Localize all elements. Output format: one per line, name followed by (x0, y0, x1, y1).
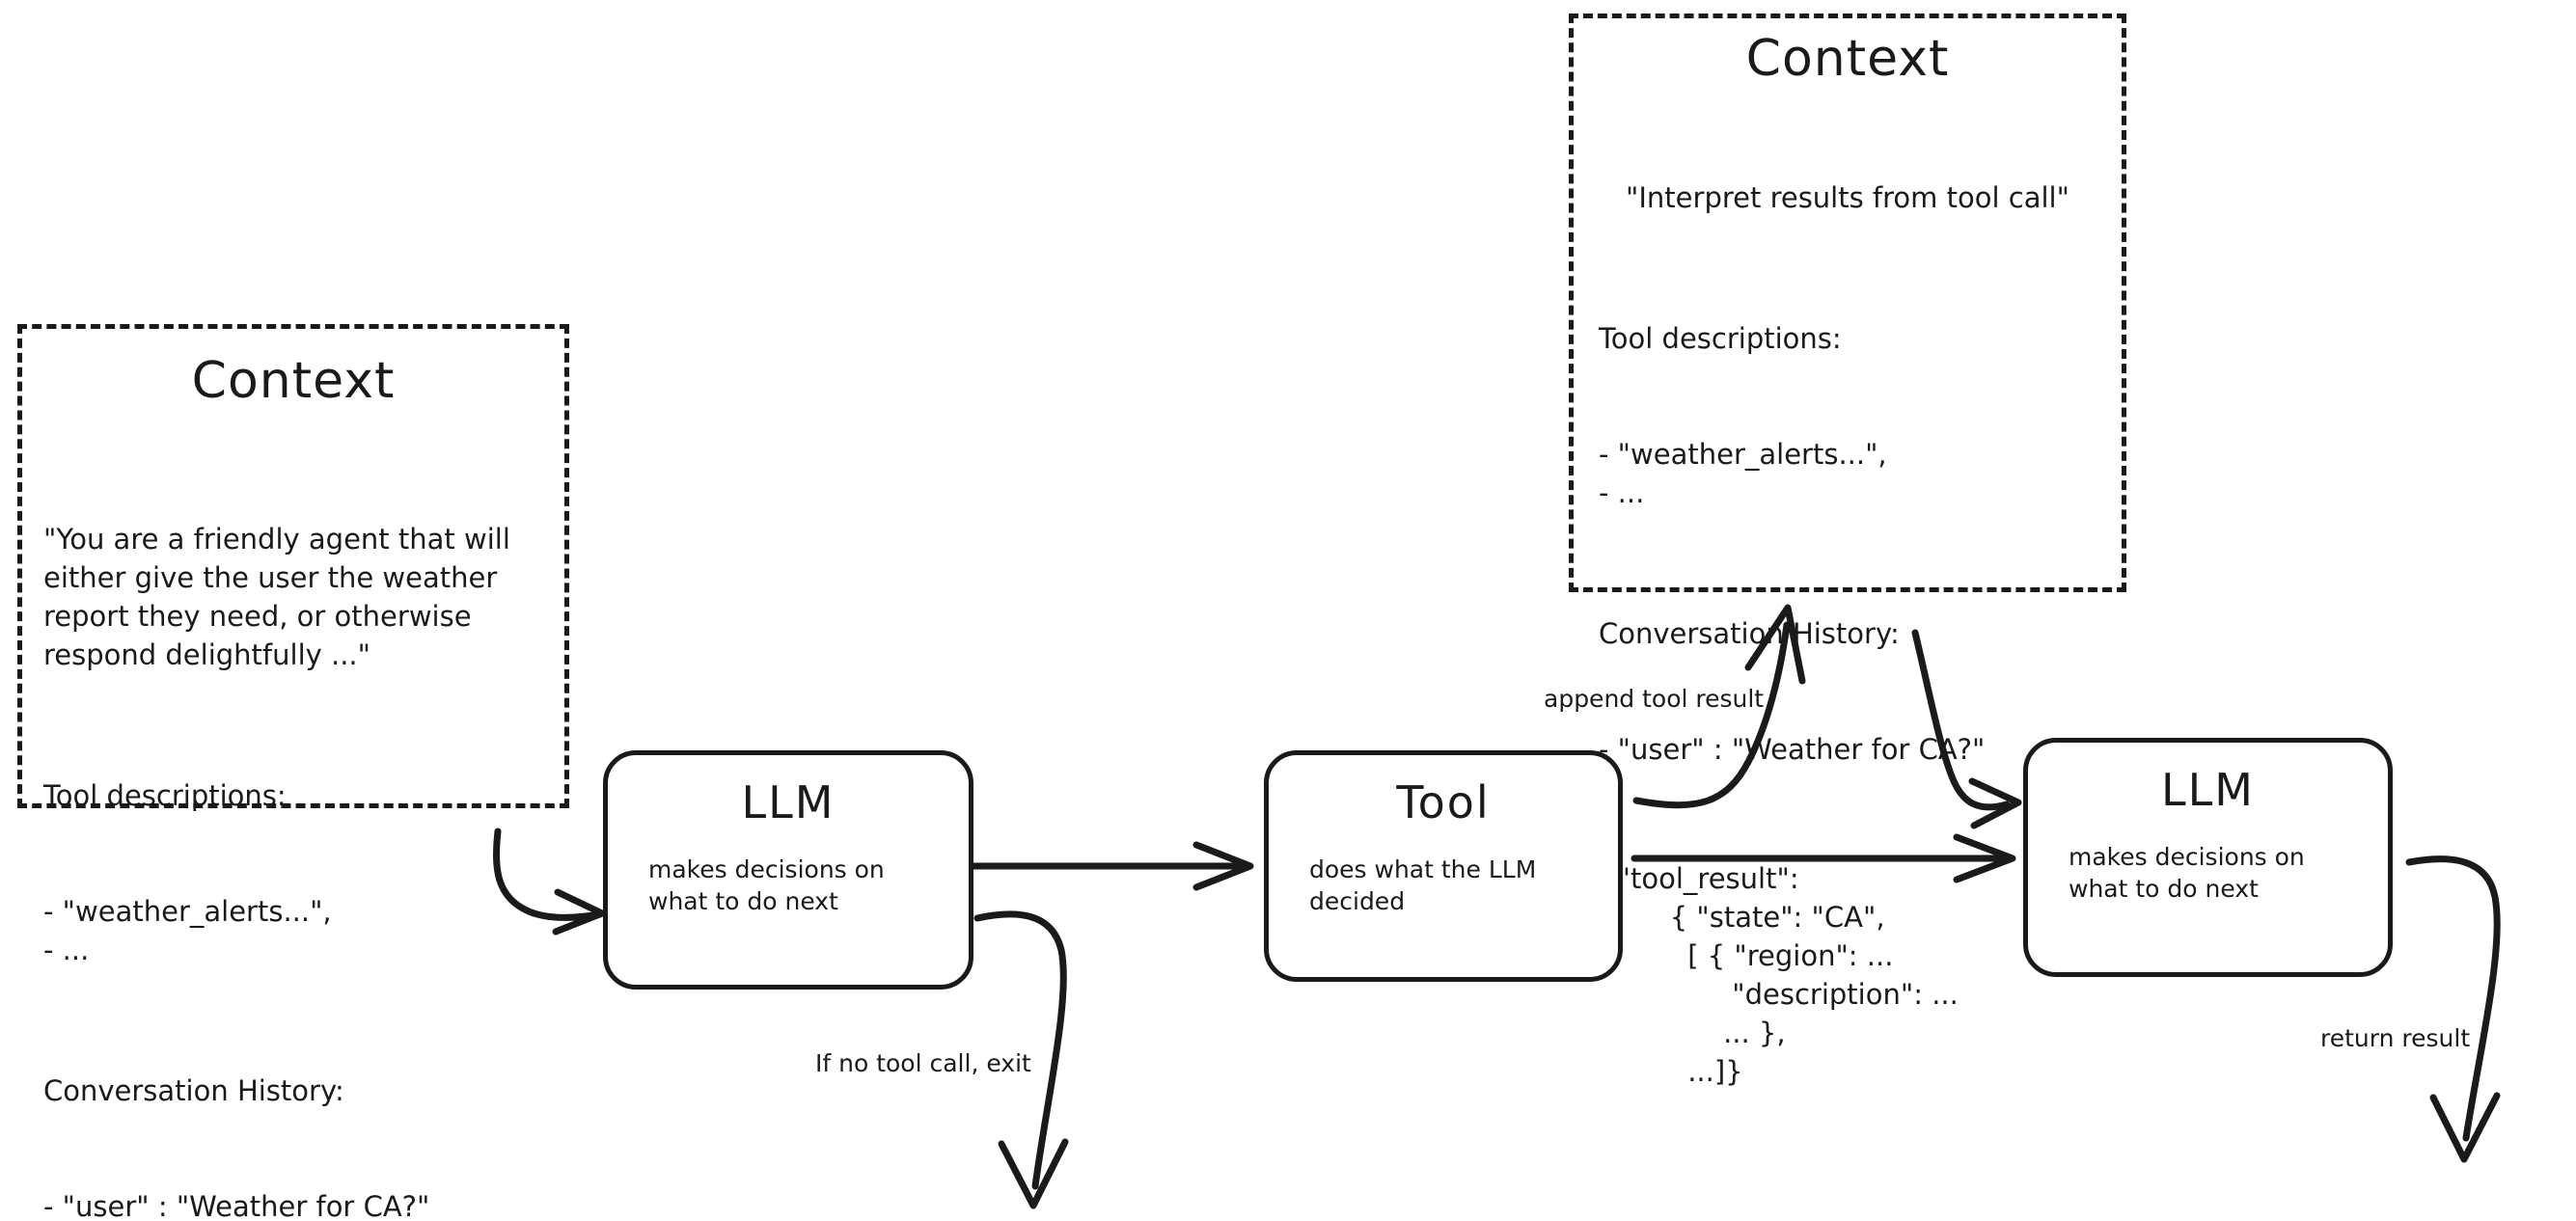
arrow-llm1-to-tool (967, 841, 1254, 891)
edge-label-append-tool-result: append tool result (1544, 685, 1765, 713)
context-left-tool-descriptions-heading: Tool descriptions: (43, 779, 287, 813)
context-right-title: Context (1745, 30, 1950, 88)
node-llm-2-title: LLM (2161, 764, 2255, 816)
node-llm-2[interactable]: LLM makes decisions on what to do next (2023, 738, 2393, 977)
context-box-right: Context "Interpret results from tool cal… (1569, 14, 2126, 1088)
context-left-body: "You are a friendly agent that will eith… (22, 443, 564, 1221)
node-tool-title: Tool (1396, 776, 1491, 828)
context-left-title: Context (191, 352, 396, 410)
context-right-tool-result-block: - "tool_result": { "state": "CA", [ { "r… (1599, 862, 1959, 1089)
context-left-tool-descriptions-items: - "weather_alerts...", - ... (43, 895, 332, 967)
node-llm-1-subtitle: makes decisions on what to do next (648, 855, 885, 915)
edge-label-return-result: return result (2320, 1024, 2471, 1052)
context-right-system-prompt: "Interpret results from tool call" (1626, 181, 2069, 215)
context-right-tool-descriptions-items: - "weather_alerts...", - ... (1599, 438, 1887, 510)
node-tool-subtitle: does what the LLM decided (1309, 855, 1537, 915)
edge-label-if-no-tool-call-exit: If no tool call, exit (815, 1049, 1031, 1077)
context-right-body: "Interpret results from tool call" Tool … (1574, 101, 2122, 1168)
context-right-conversation-history-items: - "user" : "Weather for CA?" (1599, 733, 1986, 767)
context-right-conversation-history-heading: Conversation History: (1599, 617, 1900, 651)
node-llm-1[interactable]: LLM makes decisions on what to do next (603, 750, 973, 990)
context-left-conversation-history-heading: Conversation History: (43, 1074, 344, 1108)
arrow-llm2-return (2405, 855, 2501, 1163)
node-llm-1-title: LLM (741, 776, 836, 828)
context-left-conversation-history-items: - "user" : "Weather for CA?" (43, 1190, 430, 1221)
node-tool[interactable]: Tool does what the LLM decided (1264, 750, 1623, 982)
context-box-left: Context "You are a friendly agent that w… (17, 324, 569, 1221)
node-llm-2-subtitle: makes decisions on what to do next (2069, 843, 2305, 903)
context-right-tool-descriptions-heading: Tool descriptions: (1599, 322, 1842, 356)
context-left-system-prompt: "You are a friendly agent that will eith… (43, 523, 510, 672)
